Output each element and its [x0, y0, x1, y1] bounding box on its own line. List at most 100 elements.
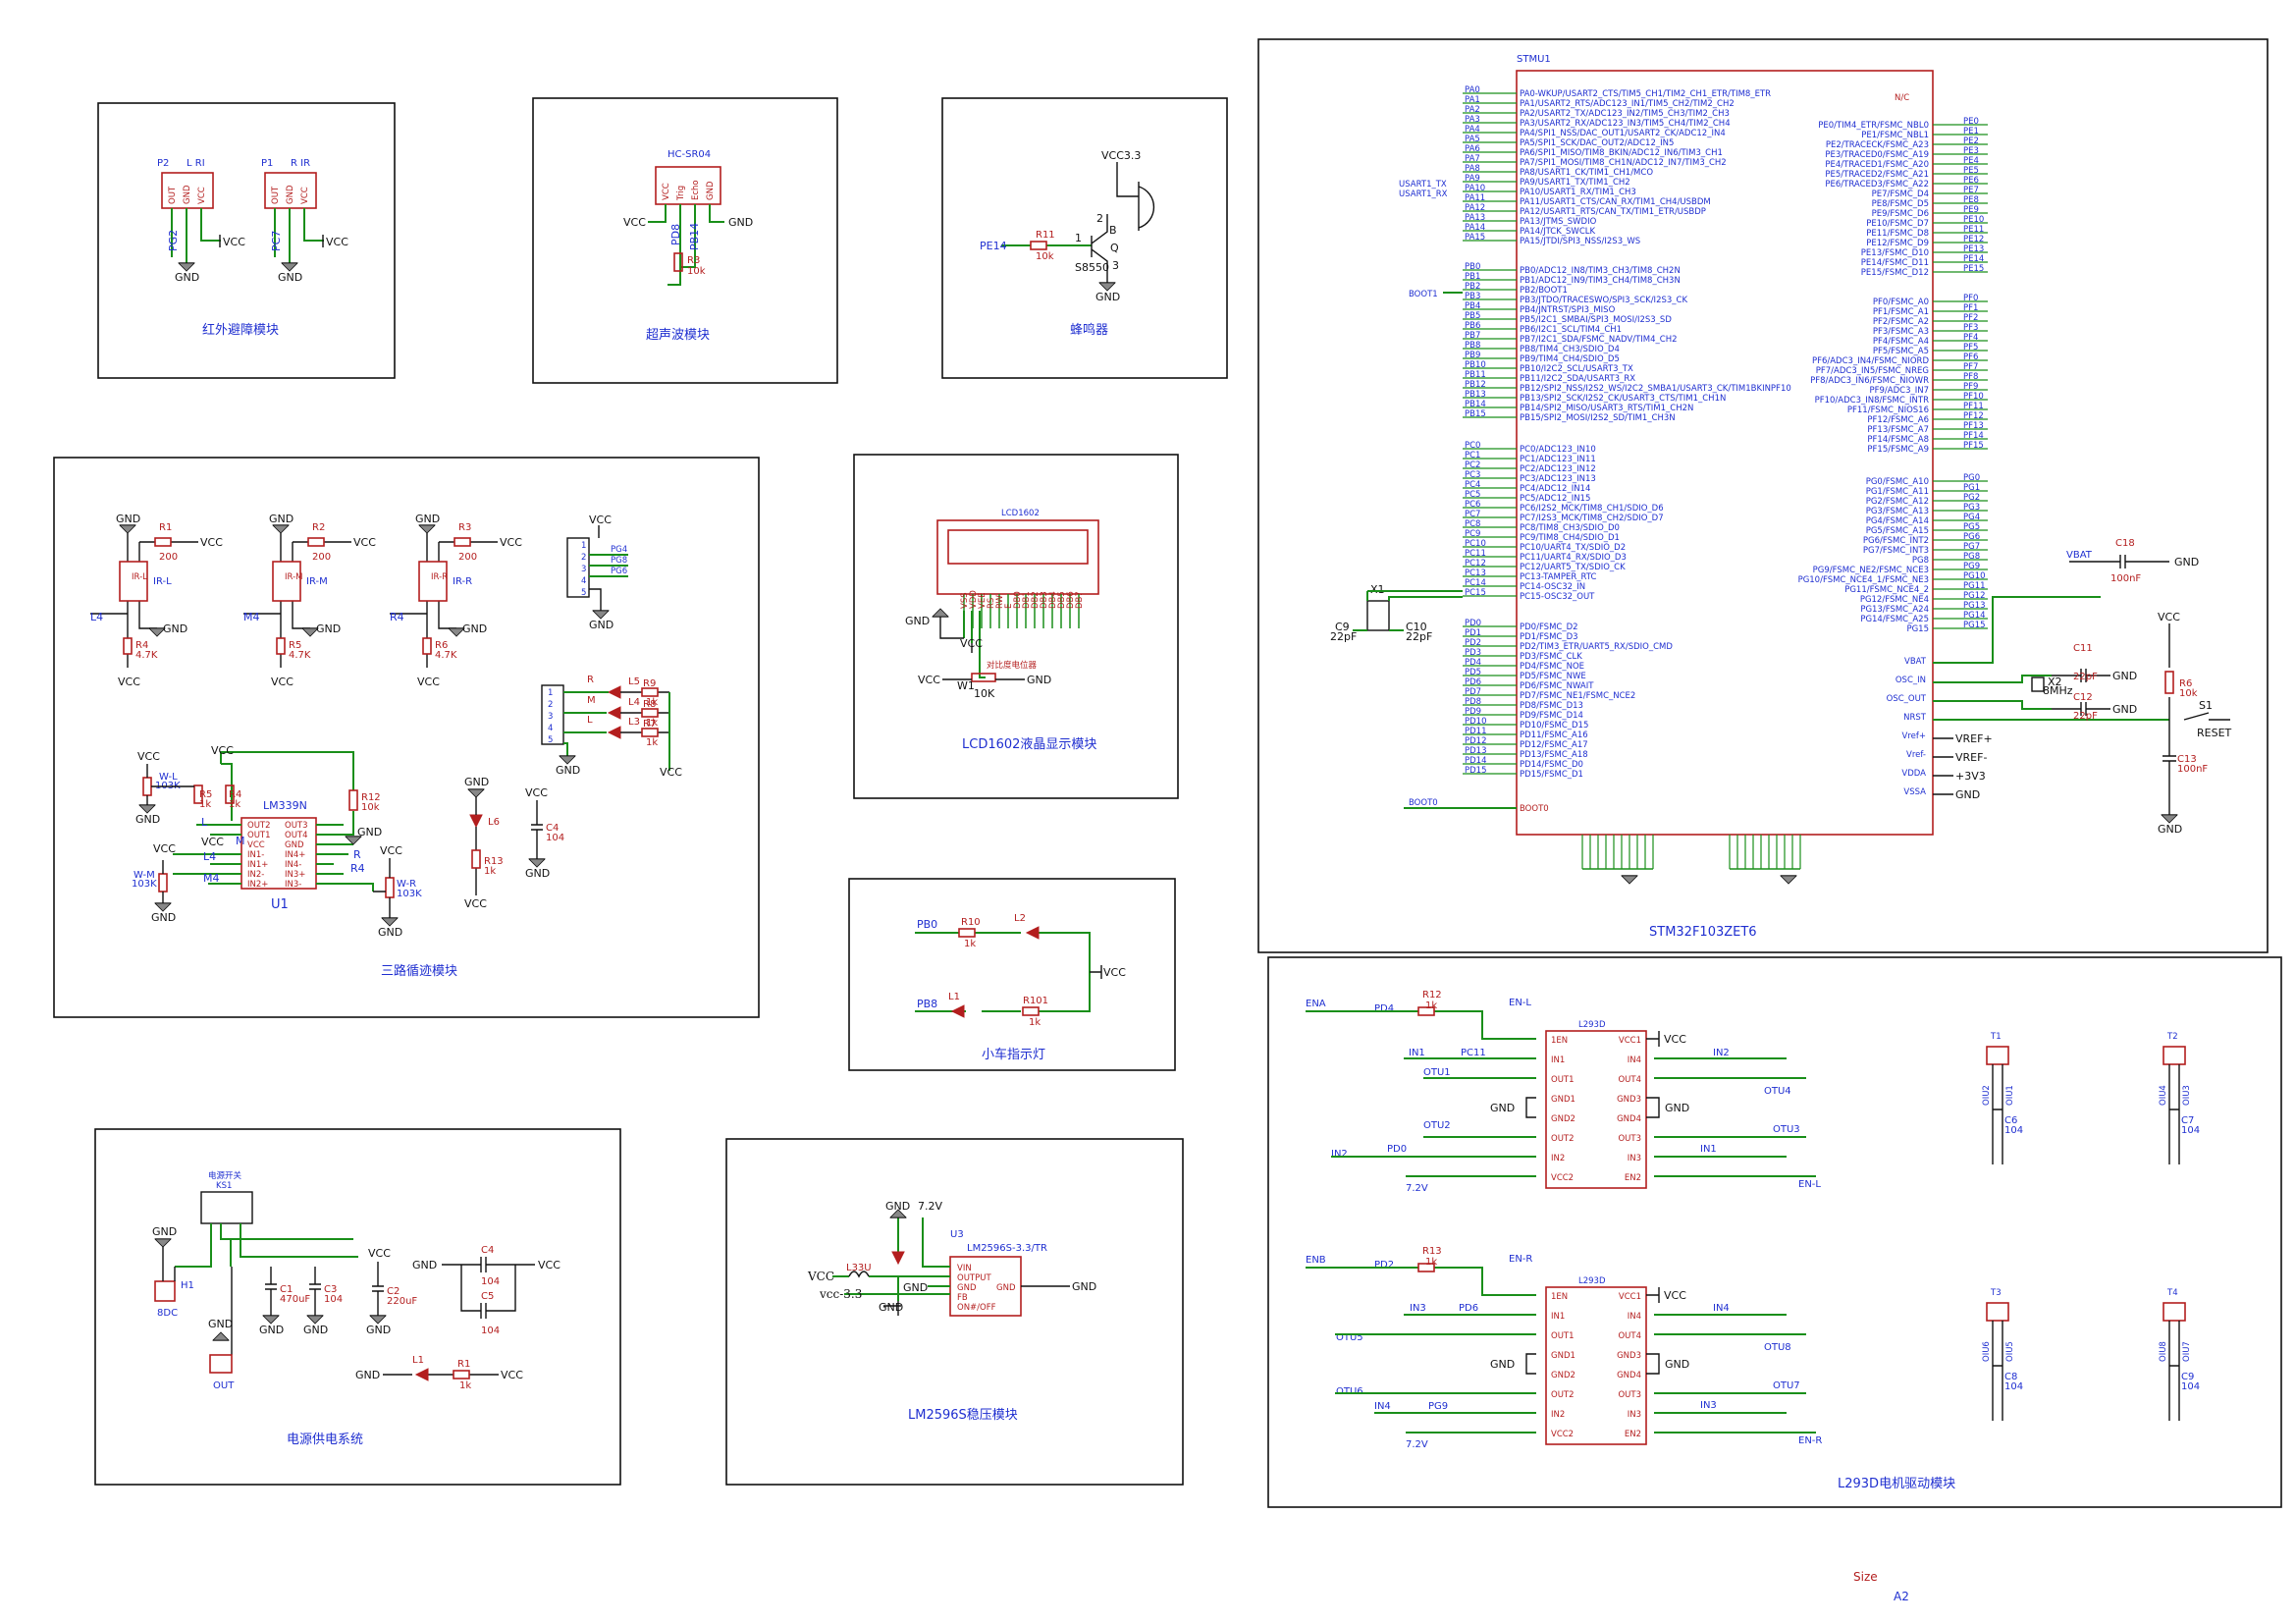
lcd-pin-label: VDD: [969, 590, 979, 609]
power-h1-ref: H1: [181, 1280, 194, 1291]
mcu-x2: [2031, 676, 2045, 692]
ir-p2-signal: L RI: [187, 158, 205, 169]
mcu-left-net: PD14: [1465, 756, 1487, 766]
terminal-cap-ref: C7: [2181, 1115, 2194, 1126]
mcu-left-net: PD1: [1465, 628, 1481, 638]
trk-c4-vcc: VCC: [525, 786, 548, 799]
lm2596-cap-gnd: GND: [903, 1281, 928, 1294]
lm2596-diode: [891, 1251, 905, 1266]
l293-in2r: IN2: [1713, 1048, 1730, 1058]
sensor-resistor: [307, 537, 325, 547]
mcu-left-net: PA6: [1465, 144, 1480, 154]
lm339-left-pin: IN1+: [247, 860, 268, 870]
mcu-right-pin: PE2/TRACECK/FSMC_A23: [1826, 140, 1929, 150]
l293d-right-pin: OUT3: [1618, 1390, 1641, 1400]
mcu-left-pin: PB1/ADC12_IN9/TIM3_CH4/TIM8_CH3N: [1520, 276, 1681, 286]
mcu-left-net: PC7: [1465, 510, 1480, 519]
mcu-right-pin: PF2/FSMC_A2: [1873, 317, 1929, 327]
car-led-frame: [848, 878, 1176, 1071]
mcu-left-net: PB2: [1465, 282, 1480, 292]
l293d-body: [1545, 1030, 1647, 1189]
ir-sensor-label: IR-R: [431, 572, 448, 582]
l293d-left-pin: OUT2: [1551, 1134, 1575, 1144]
l293-otu8: OTU8: [1764, 1342, 1791, 1353]
l293d-chip: L293D1EN1ENIN1IN1OUT1OUT1GND1GND1GND2GND…: [1490, 1020, 1689, 1189]
mcu-r6-val: 10k: [2179, 688, 2198, 699]
car-led-net-1: PB0: [917, 918, 937, 931]
mcu-right-pin: PF12/FSMC_A6: [1867, 415, 1929, 425]
sensor-net-label: L4: [90, 611, 103, 623]
l293d-vcc: VCC: [1664, 1289, 1686, 1302]
l293d-title: L293D电机驱动模块: [1838, 1477, 1955, 1491]
trk-hdr-vcc: VCC: [589, 514, 612, 526]
l293-enl: EN-L: [1509, 998, 1531, 1008]
terminal-body: [2163, 1046, 2186, 1065]
mcu-left-pin: PB0/ADC12_IN8/TIM3_CH3/TIM8_CH2N: [1520, 266, 1681, 276]
mcu-r6: [2164, 671, 2174, 694]
tracking-led-ref: L3: [628, 717, 640, 728]
l293-enl2: EN-L: [1798, 1179, 1821, 1190]
mcu-left-pin: PD10/FSMC_D15: [1520, 721, 1588, 730]
sensor-resistor: [154, 537, 172, 547]
car-led-l1-ref: L1: [948, 992, 960, 1002]
mcu-c13-val: 100nF: [2177, 764, 2208, 775]
ir-p1-pin-out: OUT: [271, 186, 281, 204]
car-led-r101-ref: R101: [1023, 996, 1048, 1006]
mcu-left-pin: PA12/USART1_RTS/CAN_TX/TIM1_ETR/USBDP: [1520, 207, 1706, 217]
l293d-right-pin: GND3: [1617, 1351, 1641, 1361]
power-title: 电源供电系统: [287, 1433, 363, 1447]
tracking-led-resistor-ref: R7: [643, 719, 656, 730]
terminal-net-b: OIU3: [2182, 1085, 2192, 1106]
mcu-left-net: PB9: [1465, 351, 1480, 360]
mcu-right-pin: PE6/TRACED3/FSMC_A22: [1825, 180, 1929, 189]
lcd-pot-val: 10K: [974, 687, 995, 700]
buzzer-gnd: GND: [1095, 291, 1120, 303]
lm339-left-pin: IN2+: [247, 880, 268, 890]
mcu-right-pin: PF6/ADC3_IN4/FSMC_NIORD: [1812, 356, 1929, 366]
mcu-right-net: PF14: [1963, 431, 1984, 441]
lcd-vcc: VCC: [960, 637, 983, 650]
mcu-power-pin: Vref+: [1902, 731, 1926, 741]
buzzer-pin-q: Q: [1110, 242, 1119, 254]
trk-hdr-pin-4: 4: [581, 576, 586, 586]
ir-sensor-ref: IR-R: [453, 576, 472, 587]
power-c4-val: 104: [481, 1276, 500, 1287]
l293-r13-ref: R13: [1422, 1246, 1442, 1257]
mcu-left-net: PC15: [1465, 588, 1486, 598]
mcu-right-net: PE7: [1963, 186, 1979, 195]
lm2596-vcc33: vcc-3.3: [819, 1287, 862, 1301]
terminal-ref: T2: [2166, 1032, 2178, 1042]
trk-r13-val: 1k: [484, 866, 496, 877]
mcu-ref: STMU1: [1517, 54, 1551, 65]
mcu-right-net: PF13: [1963, 421, 1984, 431]
power-c1-gnd: GND: [259, 1324, 284, 1336]
lm2596-pin: GND: [957, 1283, 977, 1293]
lm2596-inductor: [848, 1271, 870, 1278]
l293d-left-pin: IN1: [1551, 1312, 1565, 1322]
car-led-l1: [950, 1004, 965, 1018]
power-c5-ref: C5: [481, 1291, 494, 1302]
l293d-chip: L293D1EN1ENIN1IN1OUT1OUT1GND1GND1GND2GND…: [1490, 1276, 1689, 1445]
lcd-pot-gnd: GND: [1027, 674, 1051, 686]
power-c3-gnd: GND: [303, 1324, 328, 1336]
mcu-left-pin: PC5/ADC12_IN15: [1520, 494, 1590, 504]
buzzer-transistor: [1091, 214, 1108, 283]
l293-in4: IN4: [1374, 1401, 1391, 1412]
mcu-right-pin: PE7/FSMC_D4: [1872, 189, 1929, 199]
lcd-pin-label: DB5: [1057, 591, 1067, 609]
mcu-left-net: PB14: [1465, 400, 1486, 409]
mcu-left-pin: PA13/JTMS_SWDIO: [1520, 217, 1597, 227]
mcu-left-net: PB6: [1465, 321, 1480, 331]
mcu-left-net: PD11: [1465, 727, 1487, 736]
sensor-gnd-label: GND: [116, 513, 140, 525]
lcd-pot-ref: W1: [957, 679, 975, 692]
l293-r13: [1417, 1263, 1435, 1272]
us-r-ref: R3: [687, 255, 700, 266]
mcu-right-net: PG7: [1963, 542, 1980, 552]
pot-wr: [385, 877, 395, 898]
pot-wm-ref: W-M: [133, 870, 155, 881]
power-c2-vcc: VCC: [368, 1247, 391, 1260]
mcu-left-net: PB15: [1465, 409, 1486, 419]
